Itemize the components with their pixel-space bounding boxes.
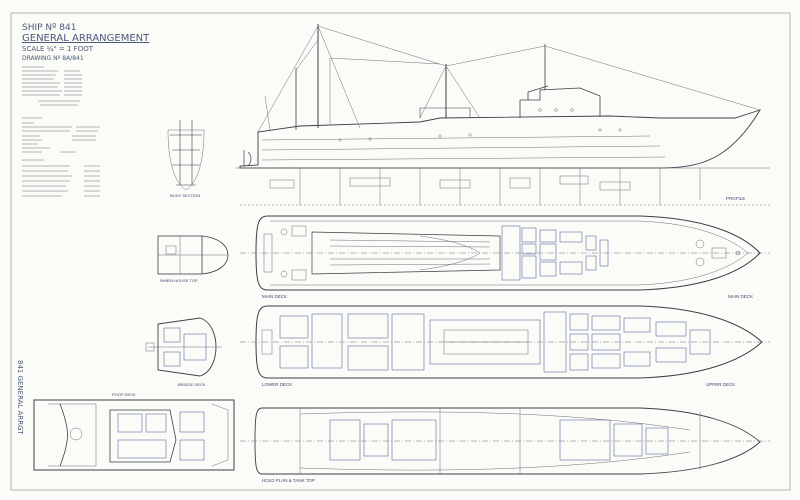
drawing-title: GENERAL ARRANGEMENT bbox=[22, 33, 150, 44]
profile-view: PROFILE bbox=[235, 24, 770, 206]
poop-deck-view: POOP DECK bbox=[33, 392, 235, 471]
lower-deck-plan: LOWER DECK UPPER DECK bbox=[240, 305, 770, 387]
drawing-scale: SCALE ¼" = 1 FOOT bbox=[22, 45, 94, 53]
title-block: SHIP Nº 841 GENERAL ARRANGEMENT SCALE ¼"… bbox=[22, 23, 150, 197]
profile-label: PROFILE bbox=[726, 196, 745, 201]
wheelhouse-top-label: WHEELHOUSE TOP bbox=[160, 278, 198, 283]
lower-deck-outline bbox=[255, 305, 763, 379]
hold-outline bbox=[254, 407, 761, 475]
main-deck-outline bbox=[255, 215, 761, 291]
bridge-deck-view: BRIDGE DECK bbox=[145, 317, 222, 387]
body-section-view: BODY SECTION bbox=[167, 120, 205, 198]
sheet-border bbox=[10, 12, 791, 491]
lower-deck-label: LOWER DECK bbox=[262, 382, 292, 387]
bridge-deck-label: BRIDGE DECK bbox=[178, 382, 206, 387]
profile-superstructure bbox=[519, 85, 601, 118]
main-deck-plan: MAIN DECK MAIN DECK bbox=[240, 215, 770, 299]
poop-deck-label: POOP DECK bbox=[112, 392, 136, 397]
upper-deck-label: UPPER DECK bbox=[706, 382, 735, 387]
wheelhouse-top-view: WHEELHOUSE TOP bbox=[157, 235, 229, 283]
main-deck-right-label: MAIN DECK bbox=[728, 294, 753, 299]
side-annotation: 841 GENERAL ARRGT bbox=[16, 360, 24, 435]
fish-hold-hatch bbox=[311, 231, 501, 275]
body-section-label: BODY SECTION bbox=[170, 193, 200, 198]
ship-number: SHIP Nº 841 bbox=[22, 23, 76, 33]
drawing-number: DRAWING Nº 8A/841 bbox=[22, 55, 84, 62]
particulars-table bbox=[22, 66, 100, 197]
hold-plan-label: HOLD PLAN & TANK TOP bbox=[262, 478, 315, 483]
main-deck-label: MAIN DECK bbox=[262, 294, 287, 299]
hold-plan: HOLD PLAN & TANK TOP bbox=[240, 407, 770, 483]
